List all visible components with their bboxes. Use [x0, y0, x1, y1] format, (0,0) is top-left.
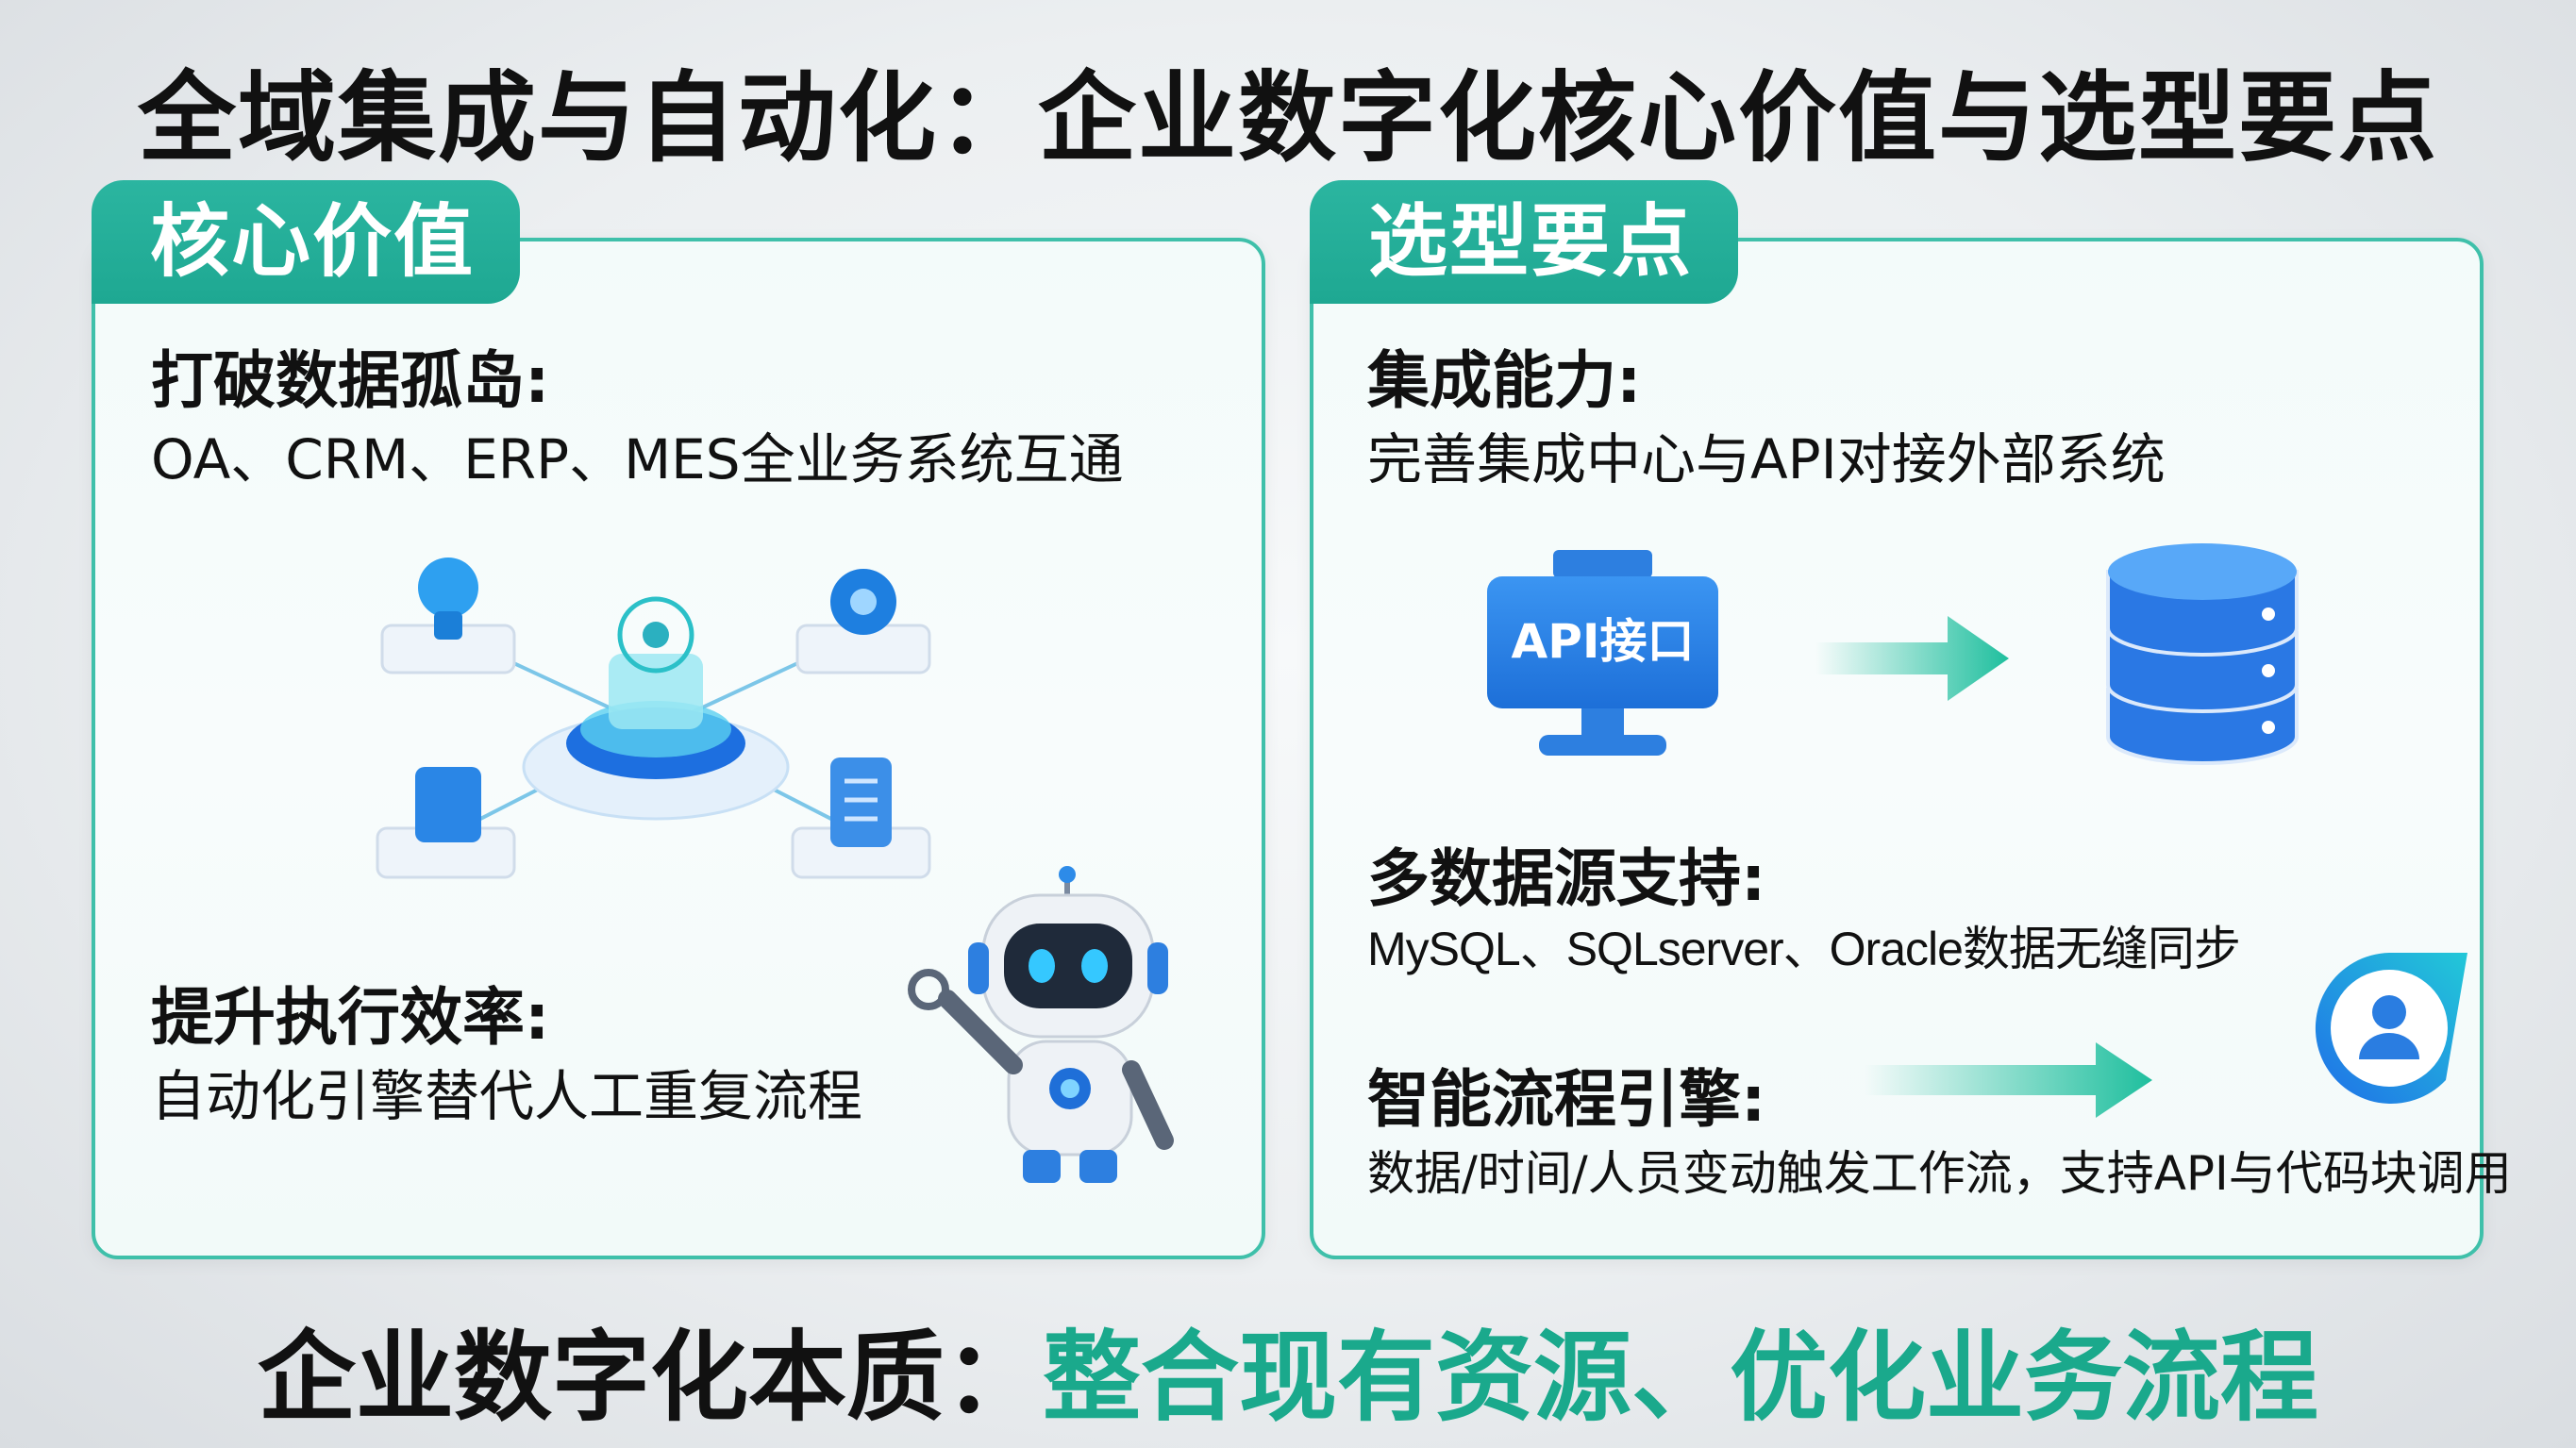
user-chat-icon [2315, 953, 2467, 1104]
item-heading: 打破数据孤岛: [151, 344, 550, 417]
summary-highlight: 整合现有资源、优化业务流程 [1043, 1320, 2319, 1435]
selection-tab: 选型要点 [1310, 180, 1738, 304]
item-heading: 智能流程引擎: [1367, 1063, 1766, 1136]
arrow-right-icon [1815, 616, 2009, 701]
api-monitor-icon [1487, 550, 1718, 756]
database-icon [2106, 543, 2299, 765]
core-value-tab: 核心价值 [92, 180, 520, 304]
hub-network-icon [376, 558, 931, 879]
item-body: 完善集成中心与API对接外部系统 [1367, 427, 2166, 491]
item-body: 自动化引擎替代人工重复流程 [151, 1064, 863, 1128]
item-body: MySQL、SQLserver、Oracle数据无缝同步 [1367, 923, 2241, 975]
summary-prefix: 企业数字化本质： [257, 1320, 1043, 1435]
arrow-right-icon [1865, 1042, 2152, 1118]
api-label: API接口 [1511, 614, 1695, 669]
item-heading: 集成能力: [1367, 344, 1642, 417]
bottom-summary: 企业数字化本质：整合现有资源、优化业务流程 [0, 1297, 2576, 1440]
item-body: 数据/时间/人员变动触发工作流，支持API与代码块调用 [1367, 1146, 2512, 1201]
item-heading: 提升执行效率: [151, 981, 550, 1054]
item-body: OA、CRM、ERP、MES全业务系统互通 [151, 427, 1124, 491]
page-title: 全域集成与自动化：企业数字化核心价值与选型要点 [137, 60, 2438, 175]
robot-icon [908, 866, 1174, 1183]
item-heading: 多数据源支持: [1367, 842, 1766, 915]
